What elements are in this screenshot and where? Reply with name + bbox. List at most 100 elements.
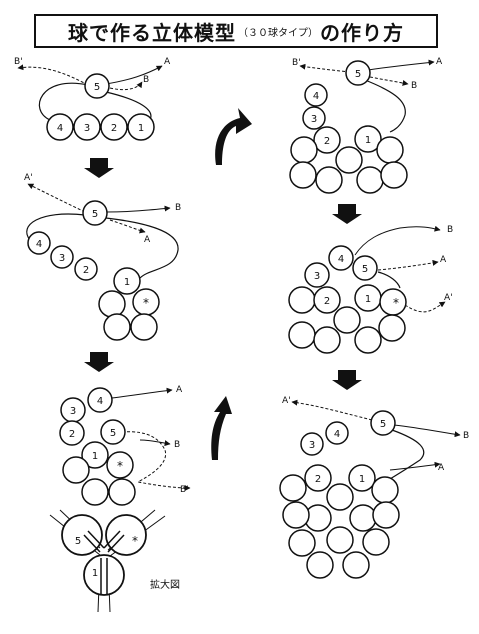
label-3: 3 (314, 271, 320, 282)
label-a: A (176, 385, 183, 395)
label-b: B (463, 431, 469, 441)
label-b: B (447, 225, 453, 235)
label-5: 5 (75, 536, 81, 547)
label-5: 5 (380, 419, 386, 430)
label-3: 3 (311, 114, 317, 125)
thread-long (364, 79, 406, 133)
ball (279, 474, 307, 502)
ball (371, 476, 399, 504)
ball (290, 136, 318, 164)
label-2: 2 (324, 136, 330, 147)
ball (282, 501, 310, 529)
label-b: B (174, 440, 180, 450)
thread-b (105, 91, 152, 121)
label-3: 3 (84, 123, 90, 134)
ball (288, 321, 316, 349)
ball-4 (325, 421, 349, 445)
label-1: 1 (92, 451, 98, 462)
label-star: * (132, 534, 138, 548)
label-b-prime: B' (180, 485, 189, 495)
label-b-prime: B' (292, 58, 301, 68)
ball-5 (100, 419, 126, 445)
ball-2 (313, 286, 341, 314)
title-note: （３０球タイプ） (238, 27, 318, 39)
ball (378, 314, 406, 342)
ball-star (106, 451, 134, 479)
label-2: 2 (111, 123, 117, 134)
ball-3 (300, 432, 324, 456)
ball (81, 478, 109, 506)
label-5: 5 (362, 264, 368, 275)
label-a-prime: A' (282, 396, 291, 406)
label-1: 1 (92, 568, 98, 579)
ball-4 (27, 231, 51, 255)
caption-enlarged: 拡大図 (150, 578, 180, 591)
ball-2 (74, 257, 98, 281)
ball (62, 456, 90, 484)
ball-3 (304, 262, 330, 288)
thread-b-tip (109, 81, 143, 91)
ball (372, 501, 400, 529)
ball-2 (304, 464, 332, 492)
down-arrow-3 (332, 204, 362, 224)
thread-b-prime (17, 64, 89, 86)
curved-arrow-up-right (215, 108, 252, 165)
label-4: 4 (313, 91, 319, 102)
thread-a (389, 461, 441, 471)
label-a: A (440, 255, 447, 265)
thread-b (393, 424, 461, 438)
label-1: 1 (124, 277, 130, 288)
step-5: 4 3 5 2 1 * B A A' (288, 225, 453, 354)
thread-a (377, 259, 439, 271)
ball-3 (302, 106, 326, 130)
title-suffix: の作り方 (320, 20, 404, 45)
label-a-prime: A' (444, 293, 453, 303)
thread-b-prime (121, 431, 191, 491)
label-2: 2 (324, 296, 330, 307)
label-star: * (393, 296, 399, 310)
label-5: 5 (355, 69, 361, 80)
ball (333, 306, 361, 334)
ball (326, 483, 354, 511)
label-5: 5 (110, 428, 116, 439)
label-3: 3 (70, 406, 76, 417)
ball (288, 529, 316, 557)
ball (356, 166, 384, 194)
label-2: 2 (83, 265, 89, 276)
label-1: 1 (359, 474, 365, 485)
label-4: 4 (97, 396, 103, 407)
thread-loop (26, 213, 86, 241)
ball (326, 526, 354, 554)
enlarged-view: 5 * 1 拡大図 (49, 509, 180, 613)
ball (98, 290, 126, 318)
ball (288, 286, 316, 314)
label-1: 1 (365, 135, 371, 146)
ball-5 (345, 60, 371, 86)
thread-a (109, 219, 146, 234)
label-3: 3 (59, 253, 65, 264)
label-b: B (175, 203, 181, 213)
ball-5-large (61, 514, 103, 556)
ball-5 (82, 200, 108, 226)
label-2: 2 (69, 429, 75, 440)
label-1: 1 (365, 294, 371, 305)
label-4: 4 (338, 254, 344, 265)
ball (354, 326, 382, 354)
label-1: 1 (138, 123, 144, 134)
label-4: 4 (57, 123, 63, 134)
ball-2 (313, 126, 341, 154)
label-4: 4 (36, 239, 42, 250)
ball-1 (113, 267, 141, 295)
thread-a-prime (404, 301, 446, 313)
step-4: 5 4 3 2 1 B' A B (289, 57, 443, 194)
ball-4 (87, 387, 113, 413)
label-b: B (411, 81, 417, 91)
ball (306, 551, 334, 579)
ball-4 (328, 245, 354, 271)
thread-a-prime (27, 183, 86, 213)
thread (83, 530, 105, 553)
thread-long (105, 217, 179, 279)
label-a: A (164, 57, 171, 67)
thread-b (354, 225, 441, 256)
